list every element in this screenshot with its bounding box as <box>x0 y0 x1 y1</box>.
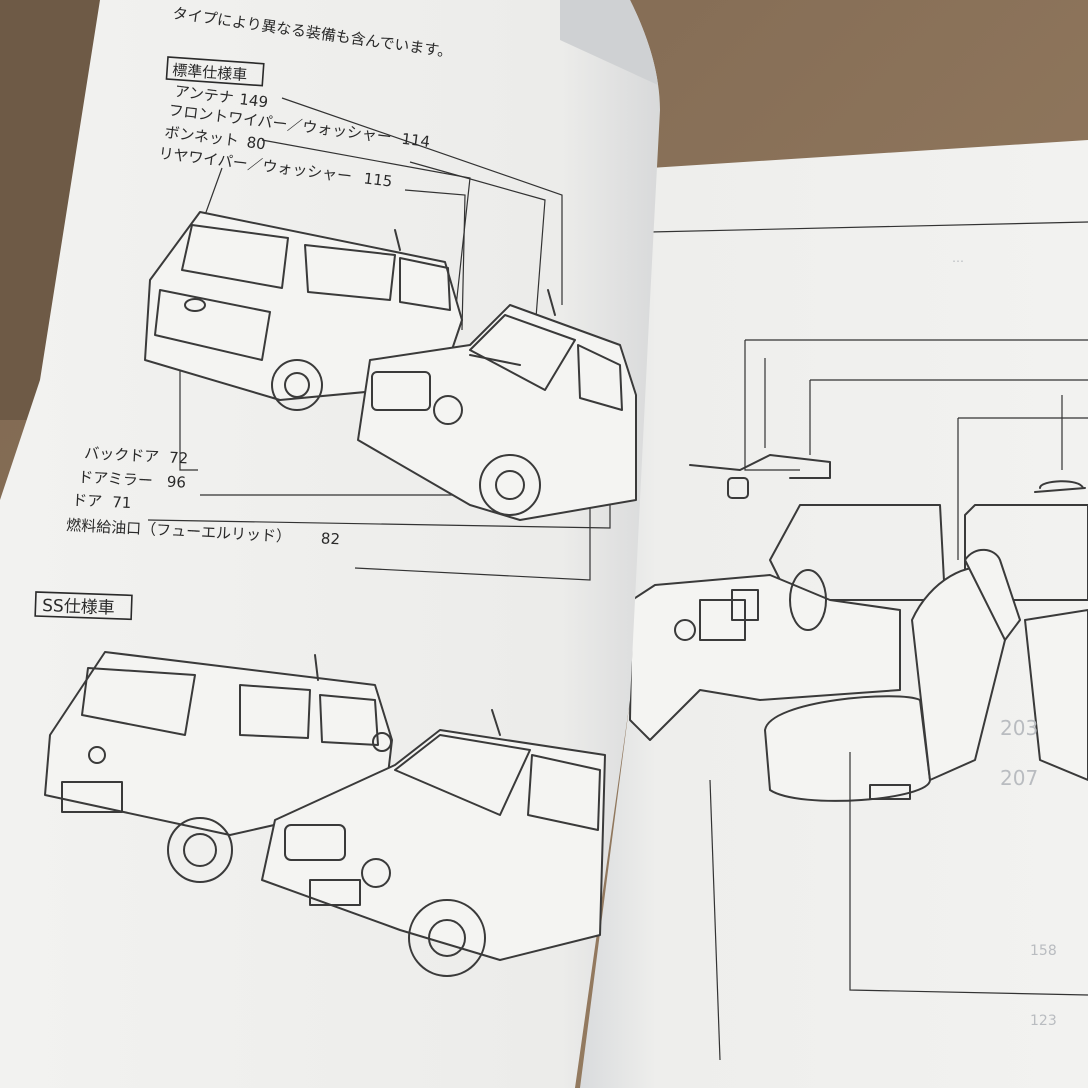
left-page <box>0 0 660 1088</box>
standard-car-rear-icon <box>144 211 463 411</box>
standard-section-box <box>165 56 265 87</box>
ss-section-title: SS仕様車 <box>42 596 115 619</box>
svg-text:123: 123 <box>1030 1013 1057 1029</box>
interior-cabin-icon <box>629 339 1088 1061</box>
svg-text:158: 158 <box>1030 943 1057 959</box>
svg-text:203: 203 <box>1000 716 1038 740</box>
svg-text:…: … <box>952 251 964 265</box>
standard-car-front-icon <box>357 289 637 521</box>
standard-section-title: 標準仕様車 <box>172 61 248 84</box>
ss-section-box <box>34 591 133 621</box>
ss-car-front-icon <box>261 709 606 977</box>
svg-text:207: 207 <box>1000 766 1038 790</box>
right-page: … 203 207 158 123 <box>580 140 1088 1088</box>
